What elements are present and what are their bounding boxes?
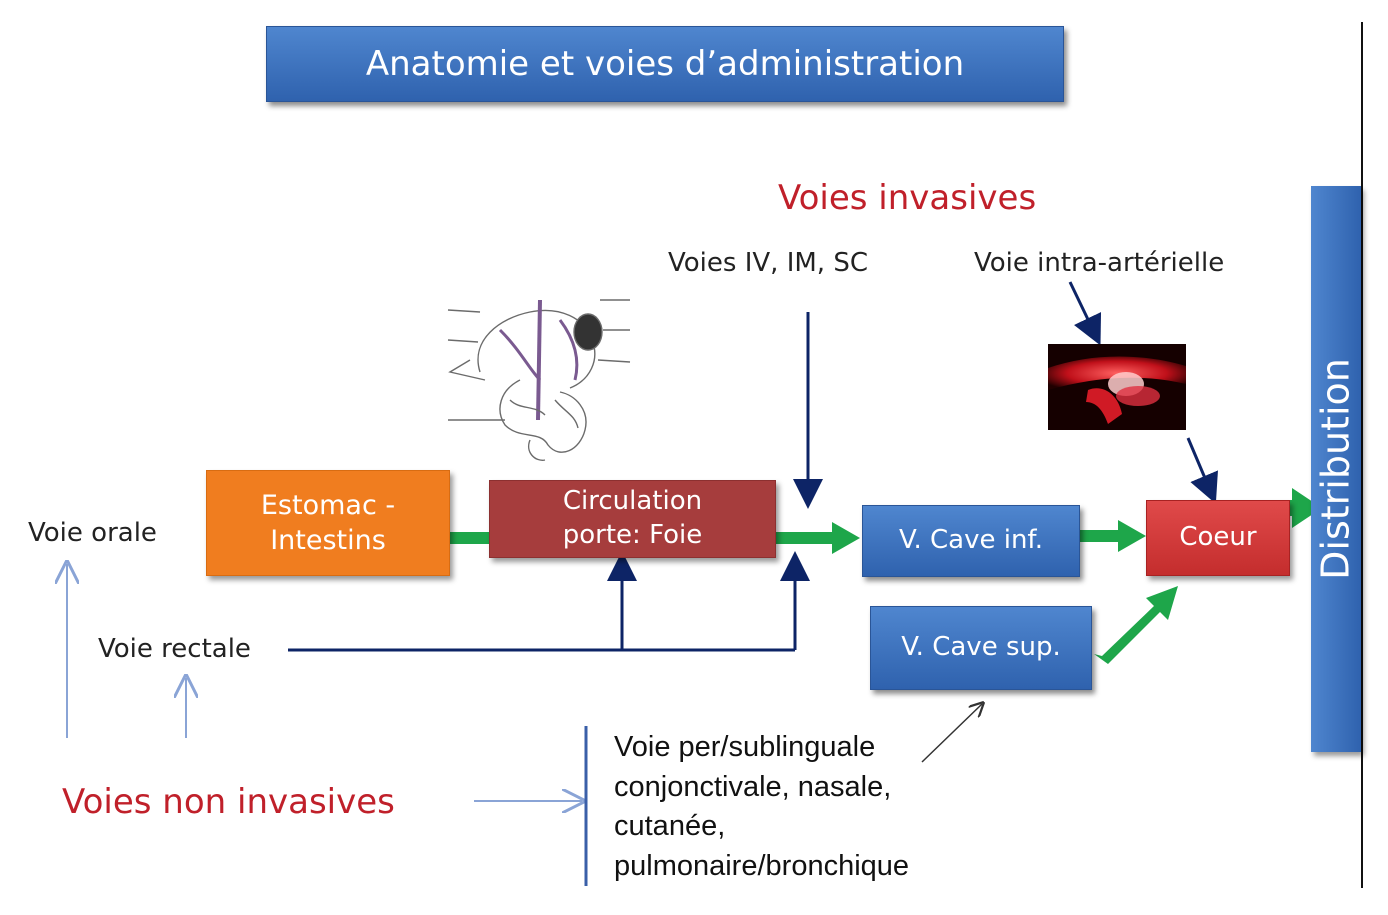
- cave-inf-label: V. Cave inf.: [899, 525, 1043, 556]
- heart-image-arrow: [1186, 437, 1218, 504]
- cave-sup-box: V. Cave sup.: [870, 606, 1092, 690]
- title-text: Anatomie et voies d’administration: [365, 43, 965, 84]
- green-arrow-5: [1094, 586, 1178, 664]
- coeur-label: Coeur: [1179, 522, 1257, 553]
- estomac-line-2: Intestins: [270, 525, 386, 556]
- circulation-line-1: Circulation: [562, 486, 703, 517]
- voie-rectale-label: Voie rectale: [98, 634, 251, 664]
- voies-iv-label: Voies IV, IM, SC: [668, 248, 868, 278]
- list-item: cutanée,: [614, 810, 726, 843]
- list-item: conjonctivale, nasale,: [614, 770, 892, 803]
- circulation-porte-box: Circulation porte: Foie: [489, 480, 776, 558]
- estomac-line-1: Estomac -: [260, 489, 396, 521]
- cave-sup-label: V. Cave sup.: [901, 632, 1061, 663]
- voies-invasives-label: Voies invasives: [778, 178, 1037, 218]
- artery-image: [1048, 344, 1186, 430]
- non-invasive-routes-list: Voie per/sublinguale conjonctivale, nasa…: [614, 728, 909, 887]
- artery-drawing: [1048, 344, 1186, 430]
- distribution-box: Distribution: [1311, 186, 1361, 752]
- voie-orale-label: Voie orale: [28, 518, 157, 548]
- voies-non-invasives-label: Voies non invasives: [62, 782, 395, 822]
- digestive-anatomy-sketch: [447, 299, 631, 461]
- list-item: Voie per/sublinguale: [614, 731, 876, 763]
- title-banner: Anatomie et voies d’administration: [266, 26, 1064, 102]
- green-arrow-3: [1068, 520, 1146, 552]
- list-item: pulmonaire/bronchique: [614, 850, 910, 883]
- circulation-line-2: porte: Foie: [562, 520, 703, 550]
- green-arrow-4: [1258, 488, 1322, 528]
- cave-inf-box: V. Cave inf.: [862, 505, 1080, 577]
- coeur-box: Coeur: [1146, 500, 1290, 576]
- voie-intra-arterielle-label: Voie intra-artérielle: [974, 248, 1225, 278]
- estomac-intestins-box: Estomac - Intestins: [206, 470, 450, 576]
- sublingual-arrow: [921, 704, 982, 763]
- green-arrow-2: [726, 522, 860, 554]
- distribution-label: Distribution: [1313, 358, 1358, 580]
- intra-arterial-arrow: [1068, 281, 1102, 346]
